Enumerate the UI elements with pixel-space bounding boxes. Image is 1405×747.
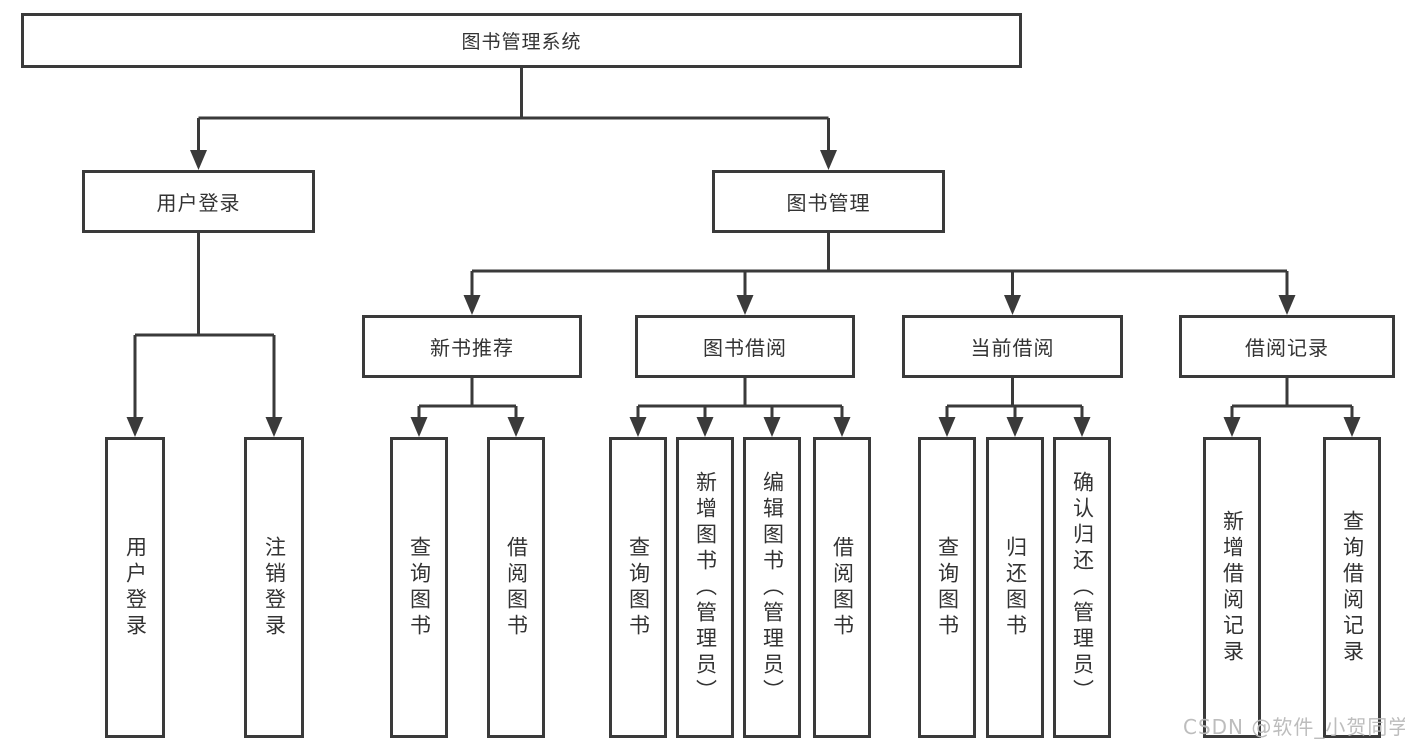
arrowhead <box>1004 295 1021 315</box>
node-label: 借阅图书 <box>830 535 855 640</box>
connector-path <box>133 233 276 420</box>
node-label: 当前借阅 <box>970 336 1055 360</box>
node-leaf-query-book-2: 查询图书 <box>609 437 667 738</box>
connector-book-borrow <box>629 378 851 437</box>
arrowhead <box>696 417 714 437</box>
arrowhead <box>1006 417 1024 437</box>
node-label: 查询借阅记录 <box>1340 509 1365 666</box>
node-leaf-add-book: 新增图书（管理员） <box>676 437 734 738</box>
node-leaf-query-book-1: 查询图书 <box>390 437 448 738</box>
arrowhead <box>507 417 525 437</box>
node-leaf-query-book-3: 查询图书 <box>918 437 976 738</box>
node-leaf-user-login: 用户登录 <box>105 437 165 738</box>
connector-path <box>417 378 518 420</box>
node-label: 借阅图书 <box>504 535 529 640</box>
arrowhead <box>736 295 754 315</box>
node-label: 借阅记录 <box>1245 336 1329 360</box>
node-label: 查询图书 <box>626 535 651 640</box>
node-label: 新增借阅记录 <box>1220 509 1245 666</box>
node-label: 新增图书（管理员） <box>693 470 718 705</box>
node-borrow-records: 借阅记录 <box>1179 315 1395 378</box>
watermark: CSDN @软件_小贺同学 <box>1183 715 1405 739</box>
node-leaf-return-book: 归还图书 <box>986 437 1044 738</box>
node-label: 用户登录 <box>156 191 241 215</box>
node-label: 查询图书 <box>935 535 960 640</box>
connector-borrow-records <box>1223 378 1361 437</box>
node-label: 图书借阅 <box>703 336 787 360</box>
arrowhead <box>763 417 781 437</box>
node-leaf-query-borrow-record: 查询借阅记录 <box>1323 437 1381 738</box>
node-root: 图书管理系统 <box>21 13 1022 68</box>
node-leaf-borrow-book-1: 借阅图书 <box>487 437 545 738</box>
connector-path <box>197 68 830 153</box>
node-label: 归还图书 <box>1003 535 1028 640</box>
node-book-borrow: 图书借阅 <box>635 315 855 378</box>
node-book-mgmt: 图书管理 <box>712 170 945 233</box>
node-label: 用户登录 <box>123 535 148 640</box>
arrowhead <box>820 150 837 170</box>
node-label: 注销登录 <box>262 535 287 640</box>
node-leaf-add-borrow-record: 新增借阅记录 <box>1203 437 1261 738</box>
arrowhead <box>833 417 851 437</box>
connector-root <box>190 68 837 170</box>
connector-user-login <box>126 233 283 437</box>
node-label: 图书管理 <box>786 191 871 215</box>
node-leaf-logout: 注销登录 <box>244 437 304 738</box>
connector-new-book-rec <box>410 378 525 437</box>
arrowhead <box>410 417 428 437</box>
node-leaf-edit-book: 编辑图书（管理员） <box>743 437 801 738</box>
arrowhead <box>1223 417 1241 437</box>
connector-book-mgmt <box>463 233 1296 315</box>
node-label: 图书管理系统 <box>461 31 582 53</box>
arrowhead <box>1073 417 1091 437</box>
connector-path <box>636 378 844 420</box>
node-label: 编辑图书（管理员） <box>760 470 785 705</box>
node-label: 新书推荐 <box>430 336 514 360</box>
arrowhead <box>1343 417 1361 437</box>
node-label: 查询图书 <box>407 535 432 640</box>
node-label: 确认归还（管理员） <box>1070 470 1095 705</box>
arrowhead <box>629 417 647 437</box>
node-current-borrow: 当前借阅 <box>902 315 1123 378</box>
arrowhead <box>265 417 283 437</box>
connector-current-borrow <box>938 378 1091 437</box>
node-leaf-borrow-book-2: 借阅图书 <box>813 437 871 738</box>
connector-path <box>470 233 1289 298</box>
arrowhead <box>938 417 956 437</box>
arrowhead <box>1278 295 1296 315</box>
arrowhead <box>190 150 207 170</box>
node-user-login: 用户登录 <box>82 170 315 233</box>
node-new-book-rec: 新书推荐 <box>362 315 582 378</box>
node-leaf-confirm-return: 确认归还（管理员） <box>1053 437 1111 738</box>
arrowhead <box>463 295 481 315</box>
arrowhead <box>126 417 144 437</box>
connector-path <box>1230 378 1354 420</box>
connector-path <box>945 378 1084 420</box>
